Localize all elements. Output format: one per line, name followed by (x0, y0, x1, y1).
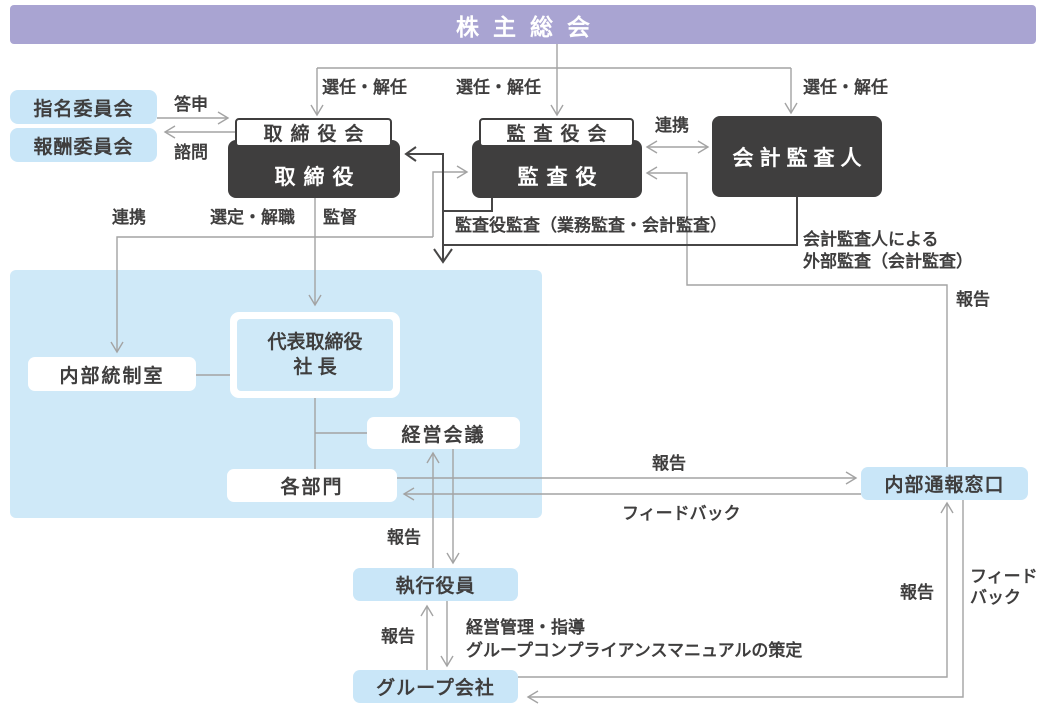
label-report-dept: 報告 (652, 454, 686, 473)
label-election-dismissal-1: 選任・解任 (322, 78, 407, 97)
edge-whistle-feedback-group (526, 500, 964, 704)
node-auditors: 監査役 (472, 140, 642, 198)
edge-report-to-auditors (645, 166, 948, 467)
label-management-guidance: 経営管理・指導 (466, 618, 585, 637)
label-report-group: 報告 (381, 627, 415, 646)
president-subtitle: 社 長 (293, 357, 337, 378)
edge-renkei-internal-down (110, 236, 433, 354)
president-title: 代表取締役 (267, 332, 363, 353)
node-compensation-committee: 報酬委員会 (10, 128, 157, 162)
edge-group-report-whistle (518, 501, 954, 678)
label-toshin: 答申 (174, 95, 208, 114)
label-feedback-group-2: バック (970, 588, 1021, 607)
label-audit-by-auditors: 監査役監査（業務監査・会計監査） (455, 216, 727, 235)
label-shimon: 諮問 (174, 143, 208, 162)
label-report-whistle: 報告 (900, 583, 934, 602)
label-supervision: 監督 (323, 208, 357, 227)
node-board-of-directors: 取締役会 (235, 118, 392, 147)
label-compliance-manual: グループコンプライアンスマニュアルの策定 (466, 641, 803, 660)
node-nomination-committee: 指名委員会 (10, 90, 157, 124)
edge-renkei-internal-up (432, 165, 469, 237)
node-president: 代表取締役 社 長 (230, 312, 400, 398)
president-inner: 代表取締役 社 長 (237, 319, 393, 391)
label-renkei-internal: 連携 (112, 208, 146, 227)
edge-external-audit (444, 197, 798, 246)
label-renkei-audit: 連携 (655, 116, 689, 135)
node-departments: 各部門 (227, 469, 397, 502)
node-internal-control-office: 内部統制室 (28, 357, 196, 391)
label-feedback-group-1: フィード (970, 567, 1038, 586)
label-report-exec: 報告 (387, 528, 421, 547)
node-management-meeting: 経営会議 (367, 417, 520, 449)
label-report-to-auditors: 報告 (956, 290, 990, 309)
label-selection-dismissal: 選定・解職 (210, 208, 295, 227)
label-external-audit-2: 外部監査（会計監査） (803, 252, 973, 271)
node-accounting-auditor: 会計監査人 (712, 116, 882, 197)
node-audit-board: 監査役会 (479, 118, 634, 147)
node-shareholders-meeting: 株主総会 (10, 5, 1036, 44)
node-whistleblowing-desk: 内部通報窓口 (861, 467, 1028, 500)
label-external-audit-1: 会計監査人による (803, 230, 939, 249)
node-directors: 取締役 (228, 140, 400, 198)
label-election-dismissal-2: 選任・解任 (456, 78, 541, 97)
node-executive-officers: 執行役員 (353, 568, 518, 601)
label-feedback-dept: フィードバック (622, 504, 741, 523)
node-group-companies: グループ会社 (353, 670, 518, 703)
label-election-dismissal-3: 選任・解任 (803, 78, 888, 97)
